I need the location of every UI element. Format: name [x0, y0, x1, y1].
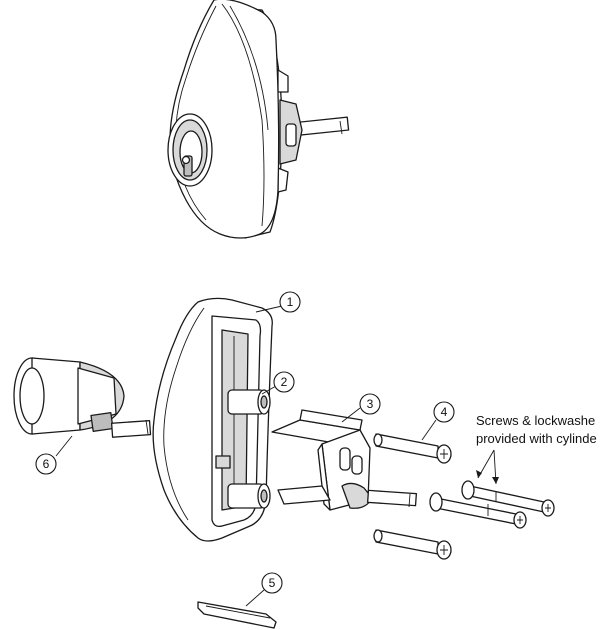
bracket-part-3 [271, 409, 418, 511]
callout-4: 4 [433, 401, 455, 423]
svg-text:6: 6 [43, 457, 50, 471]
leader-lines [55, 305, 437, 607]
note-arrows [476, 449, 499, 485]
callout-6: 6 [35, 453, 57, 475]
assembled-handle [167, 0, 350, 239]
callout-2: 2 [273, 371, 295, 393]
cylinder-part-6 [13, 357, 152, 438]
note-line-1: Screws & lockwashe [476, 413, 595, 428]
callout-5: 5 [261, 572, 283, 594]
svg-text:3: 3 [367, 397, 374, 411]
svg-text:1: 1 [287, 295, 294, 309]
long-screw-lower [373, 529, 452, 560]
cylinder-screw-upper [461, 480, 555, 517]
callout-1: 1 [279, 291, 301, 313]
callout-3: 3 [359, 393, 381, 415]
note-line-2: provided with cylinde [476, 431, 597, 446]
svg-text:4: 4 [441, 405, 448, 419]
handle-housing-part-1 [152, 297, 273, 542]
cylinder-screw-lower [429, 492, 527, 529]
svg-text:5: 5 [269, 576, 276, 590]
plate-part-5 [197, 601, 277, 629]
long-screw-upper [373, 433, 452, 464]
svg-text:2: 2 [281, 375, 288, 389]
